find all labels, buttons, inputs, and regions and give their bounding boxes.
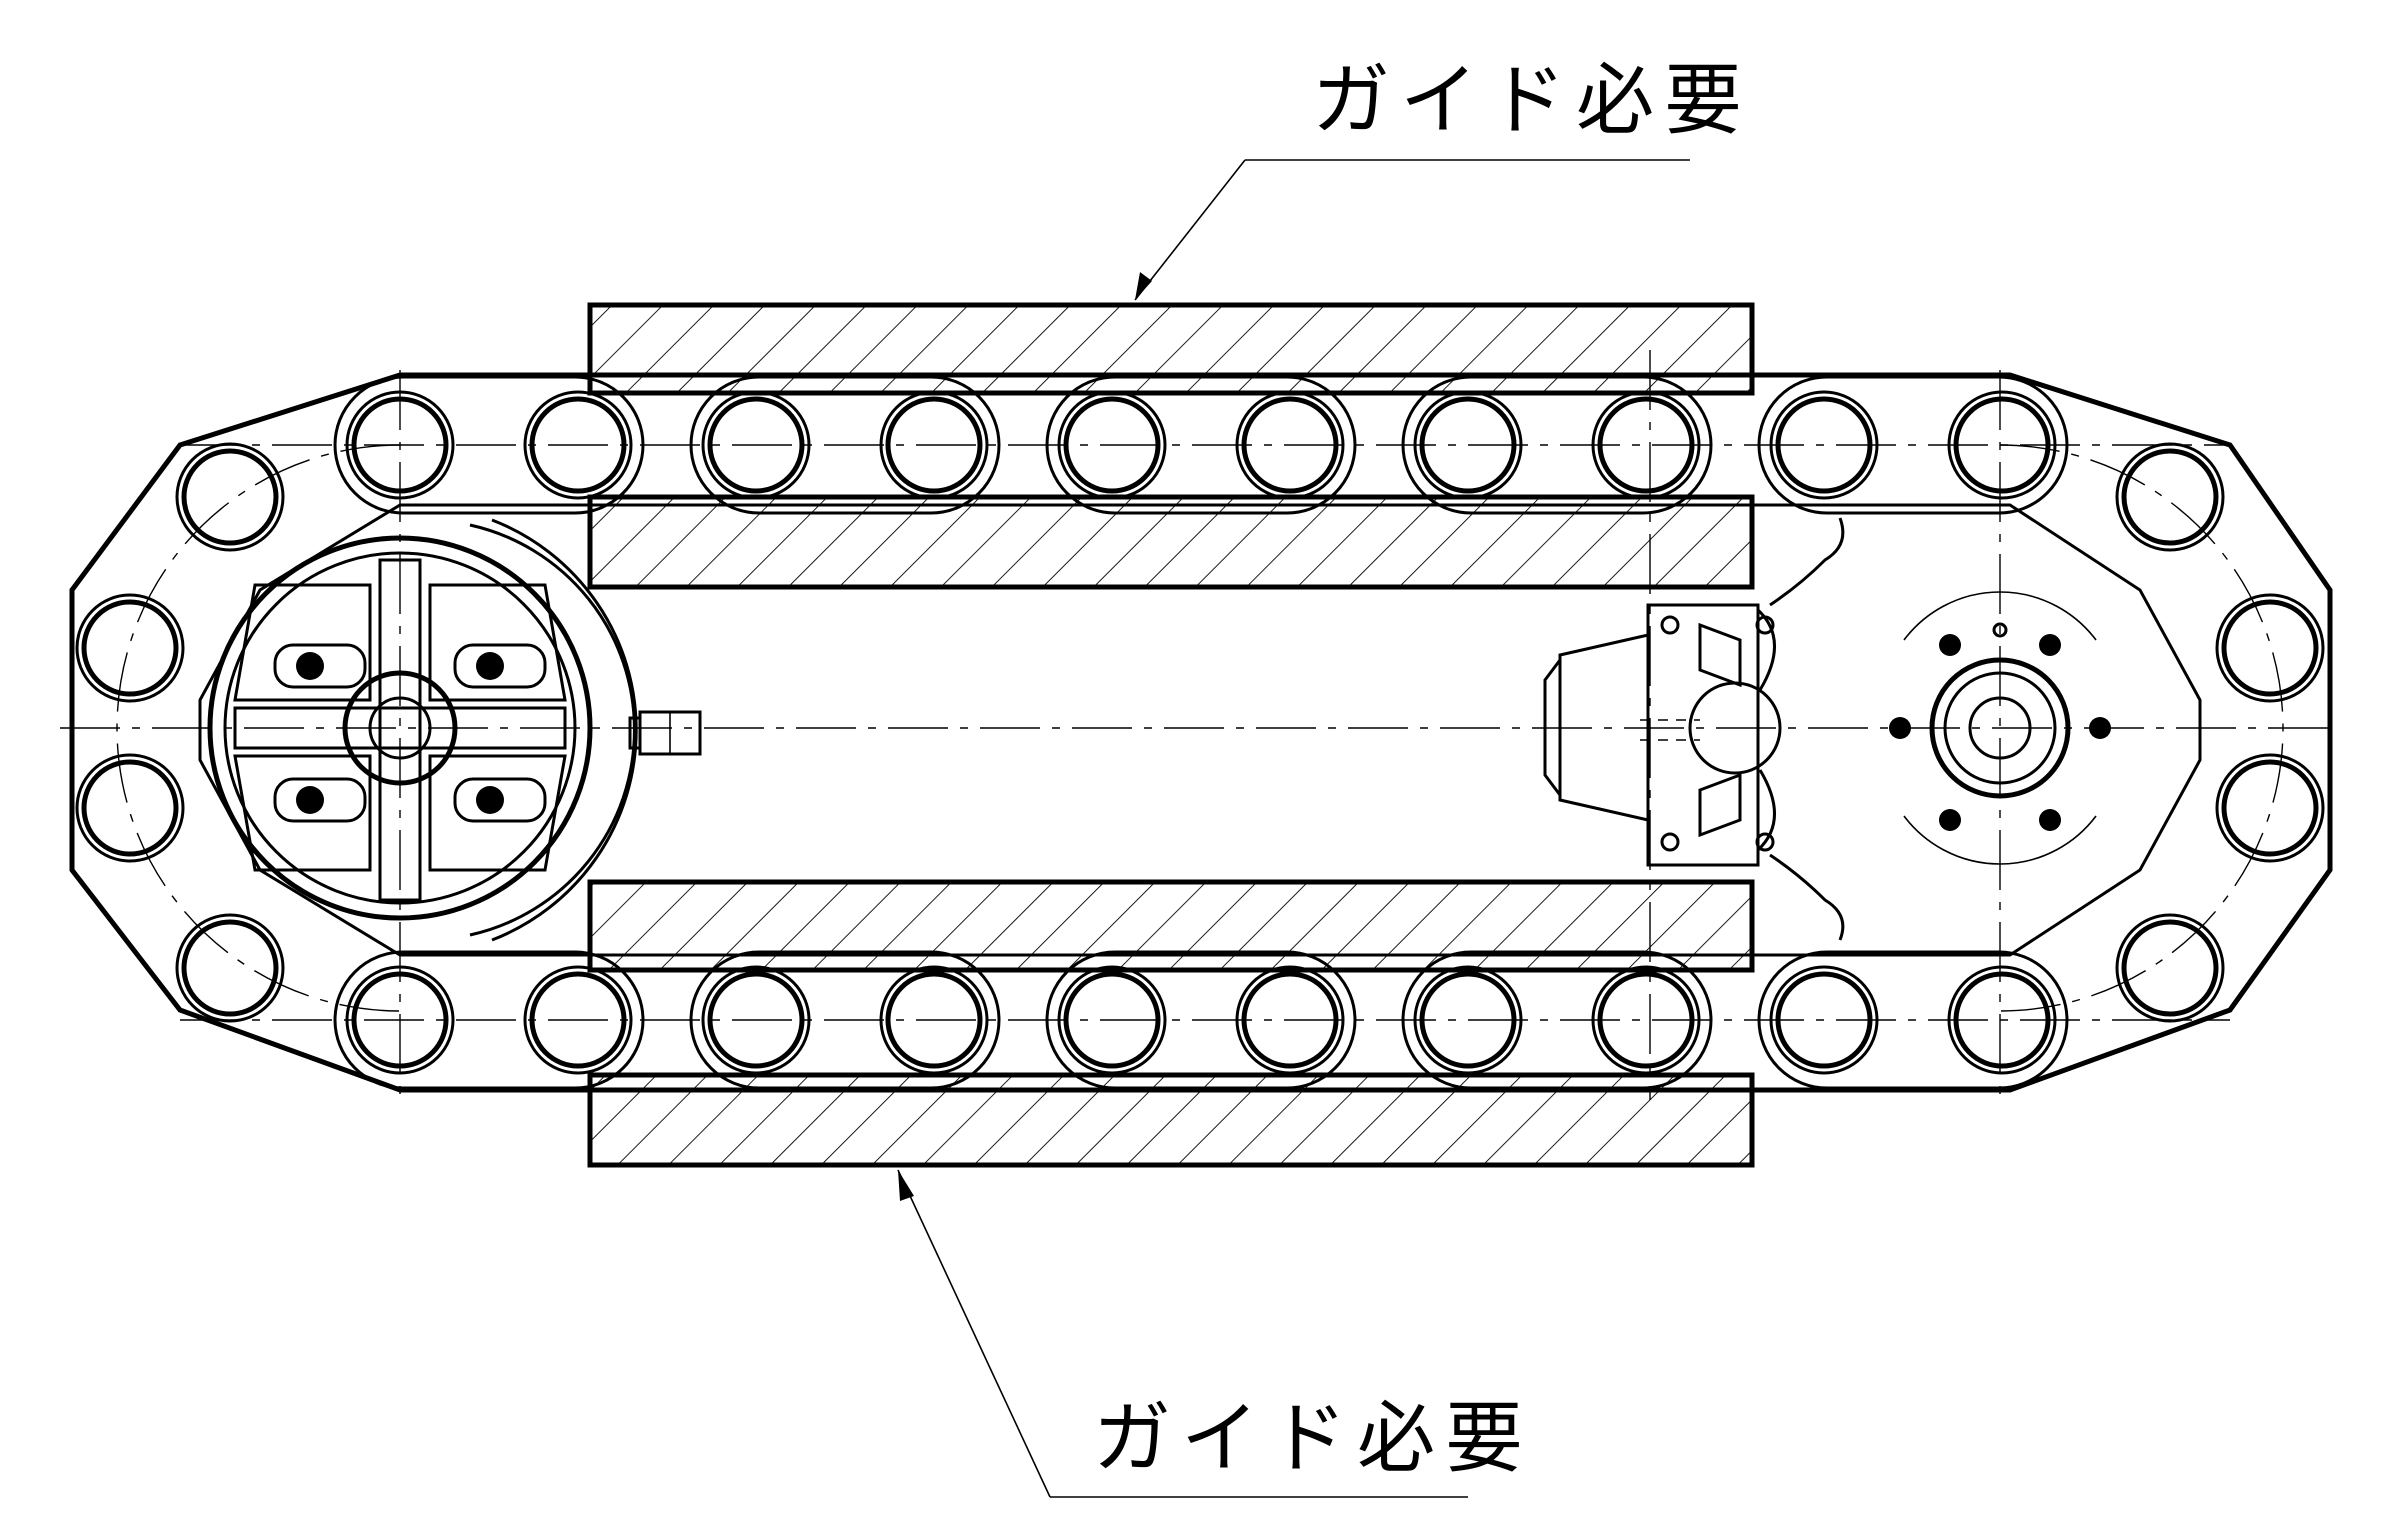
roller xyxy=(701,390,811,500)
roller xyxy=(523,965,633,1075)
roller xyxy=(2115,442,2225,552)
top-inner-guide xyxy=(587,494,1755,590)
chain-rollers xyxy=(75,390,2325,1075)
roller xyxy=(1235,390,1345,500)
link-plate xyxy=(333,950,645,1090)
clamp-tl xyxy=(273,643,367,689)
roller xyxy=(879,390,989,500)
chain-outline xyxy=(69,372,2333,1093)
bottom-inner-guide xyxy=(587,879,1755,973)
roller xyxy=(2215,753,2325,863)
roller xyxy=(879,965,989,1075)
roller xyxy=(2215,593,2325,703)
clamp-bl xyxy=(273,777,367,823)
roller xyxy=(1769,390,1879,500)
link-plate xyxy=(1401,950,1713,1090)
link-plate xyxy=(333,375,645,515)
link-plate xyxy=(689,950,1001,1090)
clamp-br xyxy=(453,777,547,823)
link-plate xyxy=(1401,375,1713,515)
roller xyxy=(1947,965,2057,1075)
roller xyxy=(1413,965,1523,1075)
link-plate xyxy=(1045,375,1357,515)
left-sprocket xyxy=(207,518,702,942)
centerlines xyxy=(60,350,2340,1100)
bottom-link-plates xyxy=(333,950,2069,1090)
right-sprocket xyxy=(1769,517,2111,941)
link-plate xyxy=(689,375,1001,515)
roller xyxy=(175,442,285,552)
roller xyxy=(1591,965,1701,1075)
link-plate xyxy=(1757,375,2069,515)
bottom-annotation: ガイド必要 xyxy=(897,1169,1533,1498)
top-annotation: ガイド必要 xyxy=(1134,56,1752,301)
roller xyxy=(1769,965,1879,1075)
roller xyxy=(75,753,185,863)
roller xyxy=(523,390,633,500)
link-plate xyxy=(1757,950,2069,1090)
shaft-set-screw xyxy=(628,710,702,756)
roller xyxy=(1413,390,1523,500)
top-guide-label: ガイド必要 xyxy=(1312,56,1752,146)
roller xyxy=(1057,965,1167,1075)
roller xyxy=(1591,390,1701,500)
roller xyxy=(345,390,455,500)
roller xyxy=(75,593,185,703)
roller xyxy=(1947,390,2057,500)
bottom-guide-label: ガイド必要 xyxy=(1093,1394,1533,1484)
roller xyxy=(1057,390,1167,500)
roller xyxy=(1235,965,1345,1075)
tensioner-bracket xyxy=(1543,603,1782,867)
top-link-plates xyxy=(333,375,2069,515)
roller xyxy=(175,913,285,1023)
roller xyxy=(345,965,455,1075)
link-plate xyxy=(1045,950,1357,1090)
roller xyxy=(2115,913,2225,1023)
clamp-tr xyxy=(453,643,547,689)
roller xyxy=(701,965,811,1075)
top-outer-guide xyxy=(587,302,1755,396)
